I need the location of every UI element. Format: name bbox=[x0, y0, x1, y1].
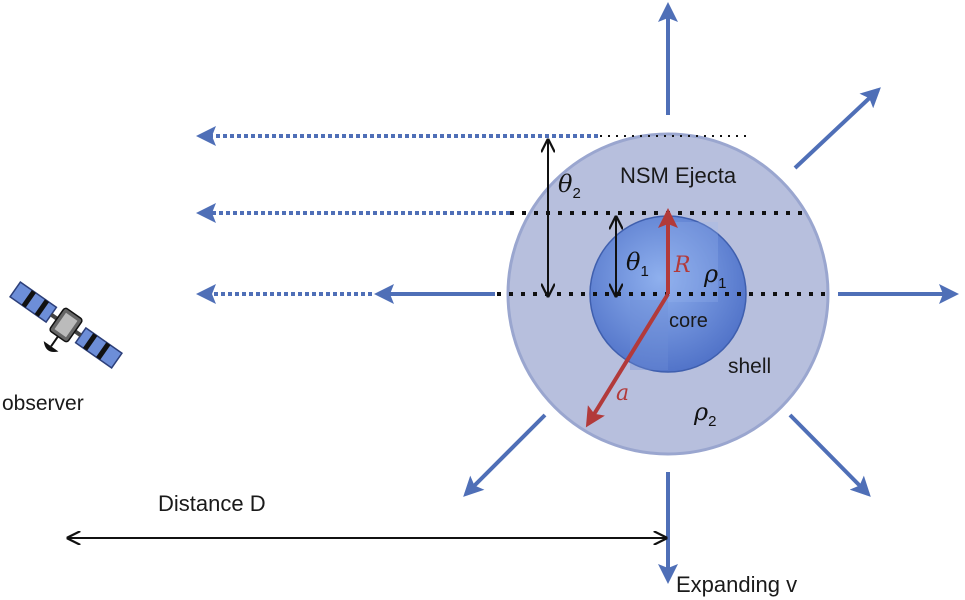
sightlines bbox=[196, 126, 825, 304]
shell-label: shell bbox=[728, 355, 771, 378]
satellite-icon bbox=[9, 281, 123, 369]
expanding-label: Expanding v bbox=[676, 572, 797, 597]
radius-arrows bbox=[585, 208, 678, 428]
expansion-arrows bbox=[374, 2, 959, 584]
title-label: NSM Ejecta bbox=[620, 163, 737, 188]
expansion-arrow-down-left bbox=[463, 413, 547, 497]
shell-radius-arrow bbox=[585, 292, 670, 428]
angle-arrows bbox=[548, 140, 616, 296]
observer-label: observer bbox=[2, 392, 84, 415]
core-label: core bbox=[669, 310, 708, 332]
expansion-arrow-down-right bbox=[788, 413, 871, 497]
distance-label: Distance D bbox=[158, 491, 266, 516]
rho2-label: ρ2 bbox=[693, 398, 716, 430]
theta2-label: θ2 bbox=[558, 170, 581, 202]
theta1-label: θ1 bbox=[626, 248, 649, 280]
shell-radius-label: a bbox=[616, 381, 629, 406]
rho1-label: ρ1 bbox=[703, 260, 726, 292]
core-radius-label: R bbox=[673, 253, 691, 278]
expansion-arrow-up-right bbox=[793, 87, 881, 170]
